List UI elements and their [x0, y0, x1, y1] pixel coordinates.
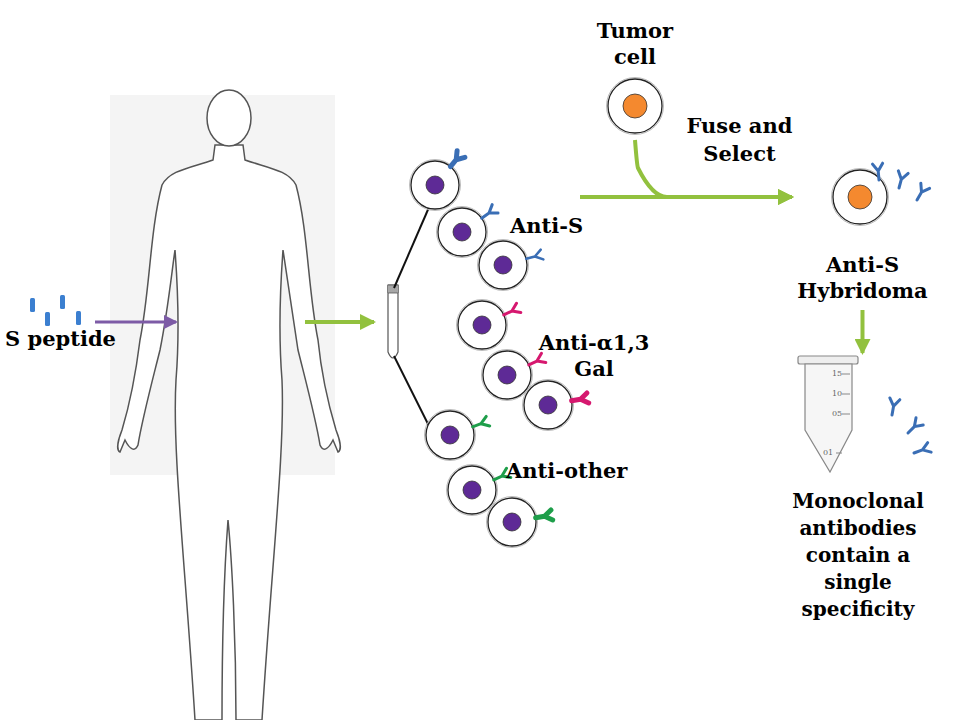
b-cell-receptor [450, 151, 464, 167]
cell-membrane [438, 208, 486, 256]
cell-nucleus [623, 94, 647, 118]
cell-membrane [524, 381, 572, 429]
process-arrow [580, 195, 792, 199]
cell-halo [437, 207, 488, 258]
b-cell-receptor [526, 250, 543, 260]
scale-number: 15 [832, 369, 842, 379]
bracket-line [394, 356, 430, 428]
cell-nucleus [473, 316, 491, 334]
cell-halo [487, 497, 538, 548]
peptide [60, 295, 65, 309]
cell-halo [523, 380, 574, 431]
cell-label: Anti-other [506, 458, 646, 484]
b-cell-receptor [536, 510, 553, 520]
antigen-label: S peptide [5, 326, 116, 351]
antibody-symbol [890, 398, 900, 415]
cell-membrane [426, 411, 474, 459]
cell-nucleus [426, 176, 444, 194]
cell-label: Anti-α1,3 Gal [530, 330, 658, 382]
cell-nucleus [498, 366, 516, 384]
cell-nucleus [441, 426, 459, 444]
tube-cap [388, 285, 398, 293]
scale-number: 01 [823, 448, 833, 458]
antibody-symbol [908, 418, 923, 433]
cell-nucleus [453, 223, 471, 241]
antibody-symbol [914, 443, 931, 453]
cell-node: Tumor cell [585, 18, 685, 140]
cell-halo [447, 465, 498, 516]
peptide [45, 312, 50, 326]
peptide [76, 311, 81, 325]
cell-nucleus [494, 256, 512, 274]
step-label: Fuse and Select [672, 112, 807, 168]
cell-halo [457, 300, 508, 351]
tube-cap [798, 356, 858, 364]
cell-membrane [488, 498, 536, 546]
antibody-symbol [873, 163, 883, 180]
cell-membrane [479, 241, 527, 289]
cell-nucleus [463, 481, 481, 499]
b-cell-receptor [473, 416, 490, 426]
cell-membrane [458, 301, 506, 349]
b-cell-receptor [529, 353, 546, 365]
cell-membrane [483, 351, 531, 399]
cell-nucleus [848, 185, 872, 209]
test-tube [388, 285, 398, 358]
cell-label: Tumor cell [585, 18, 685, 70]
cell-label: Anti-S Hybridoma [795, 252, 930, 304]
b-cell-group: Anti-α1,3 Gal [450, 298, 650, 408]
antibody-symbol [898, 171, 908, 188]
bracket-line [394, 205, 430, 288]
human-head [207, 90, 251, 146]
human-silhouette [118, 145, 340, 720]
scale-number: 05 [832, 409, 842, 419]
cell-nucleus [539, 396, 557, 414]
cell-halo [478, 240, 529, 291]
b-cell-receptor [572, 393, 589, 403]
sampling-arrow [305, 320, 374, 324]
cell-label: Monoclonal antibodies contain a single s… [787, 488, 929, 623]
b-cell-receptor [482, 205, 498, 219]
injection-arrow [95, 321, 176, 324]
eppendorf-tube [805, 364, 852, 472]
scale-number: 10 [832, 389, 842, 399]
cell-halo [425, 410, 476, 461]
cell-membrane [608, 79, 662, 133]
cell-membrane [448, 466, 496, 514]
antibody-symbol [917, 183, 930, 200]
b-cell-receptor [504, 303, 521, 315]
process-arrow [861, 310, 865, 353]
cell-label: Anti-S [510, 213, 600, 239]
cell-nucleus [503, 513, 521, 531]
cell-node: Anti-S Hybridoma [795, 150, 930, 308]
b-cell-group: Anti-other [420, 408, 610, 548]
cell-halo [482, 350, 533, 401]
b-cell-group: Anti-S [405, 155, 580, 295]
cell-halo [607, 78, 664, 135]
peptide [30, 298, 35, 312]
product-node: Monoclonal antibodies contain a single s… [768, 355, 948, 615]
